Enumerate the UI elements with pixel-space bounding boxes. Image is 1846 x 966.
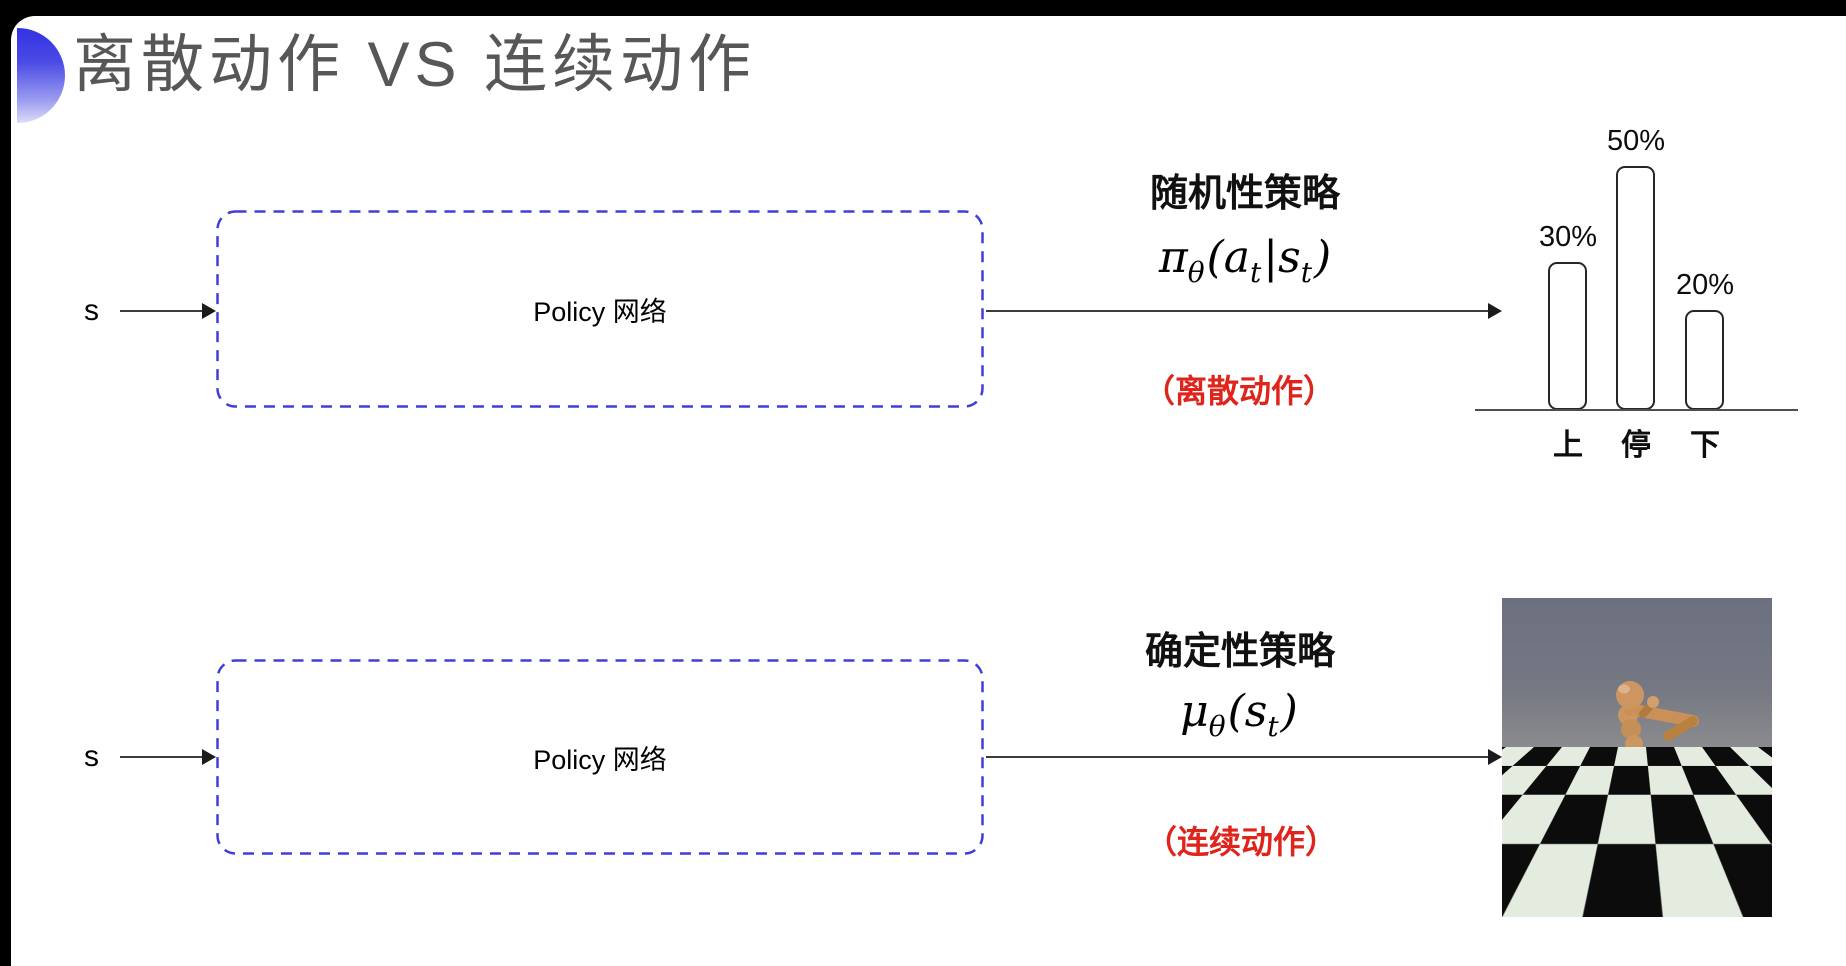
page-title: 离散动作 VS 连续动作 bbox=[73, 30, 756, 100]
continuous-action-caption: （连续动作） bbox=[1031, 817, 1451, 863]
bar-group-up: 30% 上 bbox=[1548, 120, 1587, 410]
bar-category-label: 下 bbox=[1655, 420, 1755, 464]
arrow-shaft bbox=[986, 756, 1491, 758]
arrow-head-icon bbox=[202, 749, 216, 765]
arrow-head-icon bbox=[1488, 749, 1502, 765]
stochastic-policy-formula: πθ(at|st) bbox=[1035, 232, 1455, 289]
bar-up bbox=[1548, 262, 1587, 410]
chart-baseline bbox=[1475, 409, 1798, 411]
state-input-label-bottom: s bbox=[84, 740, 99, 774]
bar-value-label: 50% bbox=[1586, 125, 1686, 158]
action-probability-chart: 30% 上 50% 停 20% 下 bbox=[1475, 120, 1798, 410]
deterministic-policy-formula: μθ(st) bbox=[1029, 686, 1449, 743]
bar-stop bbox=[1616, 166, 1655, 410]
arrow-shaft bbox=[120, 310, 205, 312]
humanoid-robot-figure bbox=[1502, 598, 1772, 917]
deterministic-policy-title: 确定性策略 bbox=[1030, 620, 1450, 675]
discrete-action-caption: （离散动作） bbox=[1029, 366, 1449, 412]
arrow-shaft bbox=[986, 310, 1491, 312]
bar-value-label: 20% bbox=[1655, 269, 1755, 302]
bar-down bbox=[1685, 310, 1724, 410]
arrow-shaft bbox=[120, 756, 205, 758]
floor-light-streak bbox=[1552, 880, 1669, 906]
humanoid-simulation-image bbox=[1502, 598, 1772, 917]
arrow-head-icon bbox=[202, 303, 216, 319]
robot-body bbox=[1596, 681, 1693, 847]
policy-network-label-top: Policy 网络 bbox=[216, 210, 984, 408]
stochastic-policy-title: 随机性策略 bbox=[1035, 162, 1455, 217]
bar-group-stop: 50% 停 bbox=[1616, 120, 1655, 410]
bar-group-down: 20% 下 bbox=[1685, 120, 1724, 410]
state-input-label-top: s bbox=[84, 294, 99, 328]
policy-network-label-bottom: Policy 网络 bbox=[216, 659, 984, 855]
bar-value-label: 30% bbox=[1518, 221, 1618, 254]
